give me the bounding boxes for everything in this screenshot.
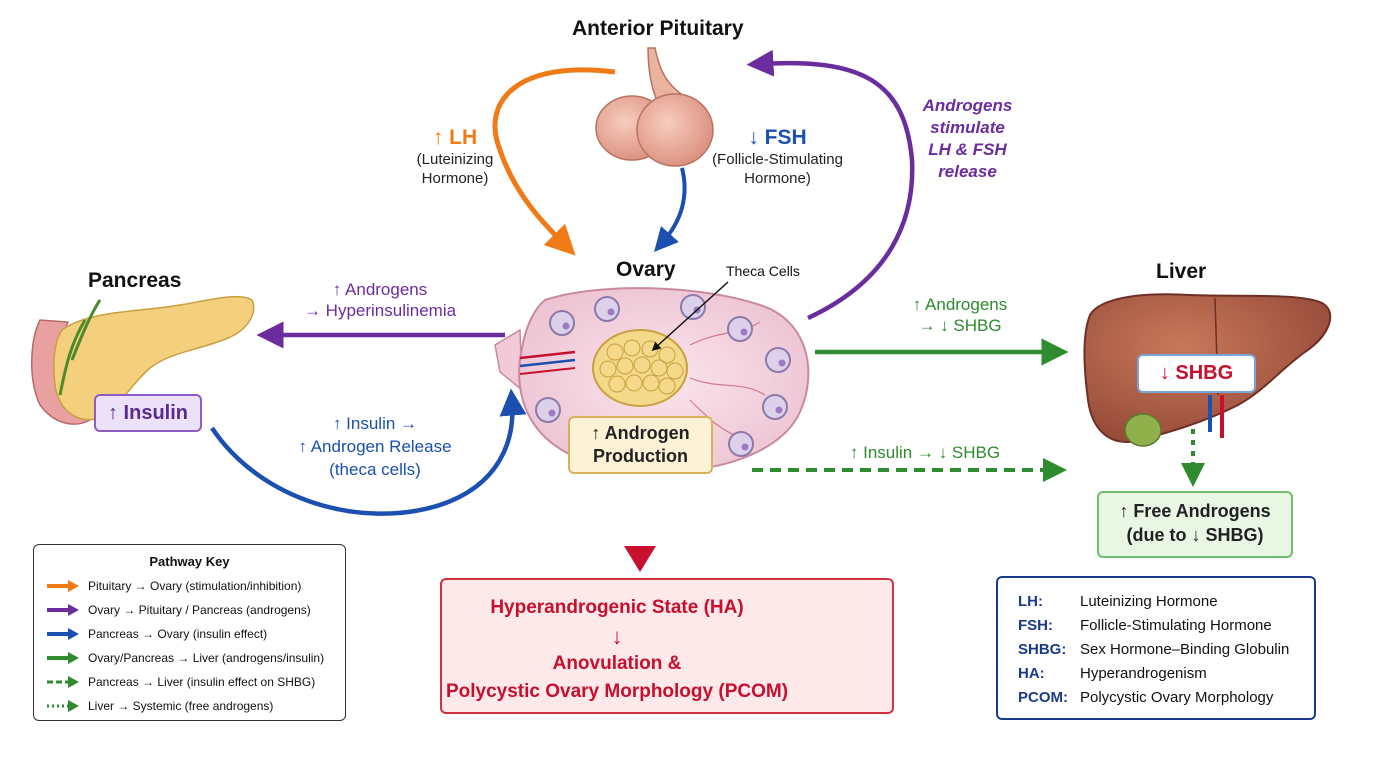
solid-purple-arrow-icon — [47, 604, 79, 616]
feedback-l4: release — [938, 162, 997, 182]
outcome-line2: Anovulation & — [552, 653, 682, 674]
key-row-label: Pituitary → Ovary (stimulation/inhibitio… — [88, 579, 302, 593]
key-row-label: Ovary/Pancreas → Liver (androgens/insuli… — [88, 651, 325, 665]
ovary-title: Ovary — [616, 258, 676, 281]
outcome-line1: Hyperandrogenic State (HA) — [490, 597, 744, 618]
abbreviation-key: LH: — [1018, 593, 1043, 610]
insulin-liver-label: ↑ Insulin → ↓ SHBG — [849, 443, 1001, 462]
shbg-box: ↓ SHBG — [1137, 354, 1256, 393]
feedback-arrow — [746, 49, 915, 321]
androgen-l1: ↑ Androgen — [591, 423, 690, 443]
abbreviation-value: Follicle-Stimulating Hormone — [1080, 617, 1272, 634]
theca-label: Theca Cells — [726, 263, 800, 279]
outcome-box: Hyperandrogenic State (HA) ↓ Anovulation… — [440, 578, 894, 714]
theca-pointer — [651, 281, 729, 352]
ovary-liver-label: ↑ Androgens → ↓ SHBG — [880, 294, 1040, 337]
abbreviation-row: LH: Luteinizing Hormone — [1018, 593, 1218, 610]
fsh-sub1: (Follicle-Stimulating — [712, 151, 843, 169]
abbreviations-box: LH: Luteinizing Hormone FSH: Follicle-Stim… — [996, 576, 1316, 720]
pancreas-illustration — [31, 295, 255, 425]
feedback-label: Androgens stimulate LH & FSH release — [910, 95, 1025, 183]
lh-sub2: Hormone) — [421, 170, 489, 187]
key-row: Pituitary → Ovary (stimulation/inhibitio… — [46, 577, 301, 595]
ovary-pancreas-label: ↑ Androgens → Hyperinsulinemia — [280, 279, 480, 322]
abbreviation-row: SHBG: Sex Hormone–Binding Globulin — [1018, 641, 1289, 658]
fsh-sub2: Hormone) — [744, 170, 811, 187]
free-l2: (due to ↓ SHBG) — [1126, 525, 1264, 546]
ovary-liver-l1: ↑ Androgens — [912, 295, 1008, 314]
abbreviation-key: SHBG: — [1018, 641, 1067, 658]
key-row: Pancreas → Liver (insulin effect on SHBG… — [46, 673, 315, 691]
abbreviation-key: PCOM: — [1018, 689, 1068, 706]
lh-sub1: (Luteinizing — [416, 151, 494, 169]
liver-title: Liver — [1156, 260, 1207, 283]
insulin-box: ↑ Insulin — [94, 394, 202, 432]
solid-blue-arrow-icon — [47, 628, 79, 640]
abbreviation-value: Luteinizing Hormone — [1080, 593, 1218, 610]
solid-orange-arrow-icon — [47, 580, 79, 592]
abbreviation-value: Sex Hormone–Binding Globulin — [1080, 641, 1290, 658]
pancreas-ovary-l1: ↑ Insulin → — [332, 414, 418, 433]
key-row-label: Pancreas → Liver (insulin effect on SHBG… — [88, 675, 316, 689]
feedback-l2: stimulate — [930, 118, 1005, 138]
fsh-arrow — [654, 167, 687, 252]
ovary-pancreas-l2: → Hyperinsulinemia — [303, 301, 457, 321]
dotted-green-arrow-icon — [47, 700, 79, 712]
abbreviation-row: FSH: Follicle-Stimulating Hormone — [1018, 617, 1272, 634]
abbreviation-value: Hyperandrogenism — [1080, 665, 1207, 682]
abbreviation-row: PCOM: Polycystic Ovary Morphology — [1018, 689, 1273, 706]
lh-arrow — [492, 67, 616, 256]
pancreas-ovary-l3: (theca cells) — [329, 459, 421, 479]
abbreviation-key: FSH: — [1018, 617, 1053, 634]
abbreviation-key: HA: — [1018, 665, 1045, 682]
solid-green-arrow-icon — [47, 652, 79, 664]
key-row-label: Pancreas → Ovary (insulin effect) — [88, 627, 268, 641]
pituitary-title: Anterior Pituitary — [572, 17, 744, 40]
abbreviation-row: HA: Hyperandrogenism — [1018, 665, 1207, 682]
lh-label: ↑ LH (Luteinizing Hormone) — [405, 125, 505, 189]
pancreas-ovary-label: ↑ Insulin → ↑ Androgen Release (theca ce… — [275, 413, 475, 482]
pituitary-illustration — [595, 47, 714, 167]
free-androgens-box: ↑ Free Androgens (due to ↓ SHBG) — [1097, 491, 1293, 558]
outcome-arrow-glyph: ↓ — [611, 624, 623, 649]
pathway-key-title: Pathway Key — [149, 554, 230, 569]
feedback-l3: LH & FSH — [928, 140, 1007, 160]
outcome-line3: Polycystic Ovary Morphology (PCOM) — [445, 681, 789, 702]
key-row: Pancreas → Ovary (insulin effect) — [46, 625, 267, 643]
key-row-label: Liver → Systemic (free androgens) — [88, 699, 274, 713]
insulin-ovary-arrow — [210, 388, 527, 516]
key-row-label: Ovary → Pituitary / Pancreas (androgens) — [88, 603, 311, 617]
key-row: Ovary/Pancreas → Liver (androgens/insuli… — [46, 649, 324, 667]
pancreas-title: Pancreas — [88, 269, 182, 292]
key-row: Ovary → Pituitary / Pancreas (androgens) — [46, 601, 311, 619]
fsh-head: ↓ FSH — [748, 126, 807, 149]
feedback-l1: Androgens — [922, 96, 1013, 115]
dashed-green-arrow-icon — [47, 676, 79, 688]
abbreviation-value: Polycystic Ovary Morphology — [1080, 689, 1274, 706]
ovary-pancreas-l1: ↑ Androgens — [332, 280, 428, 299]
androgen-production-box: ↑ Androgen Production — [568, 416, 713, 474]
pancreas-ovary-l2: ↑ Androgen Release — [298, 436, 452, 456]
key-row: Liver → Systemic (free androgens) — [46, 697, 273, 715]
androgen-l2: Production — [593, 446, 688, 467]
ovary-liver-l2: → ↓ SHBG — [918, 316, 1002, 336]
free-l1: ↑ Free Androgens — [1119, 501, 1271, 521]
pathway-key: Pathway Key Pituitary → Ovary (stimulati… — [33, 544, 346, 721]
lh-head: ↑ LH — [432, 126, 478, 149]
fsh-label: ↓ FSH (Follicle-Stimulating Hormone) — [700, 125, 855, 189]
